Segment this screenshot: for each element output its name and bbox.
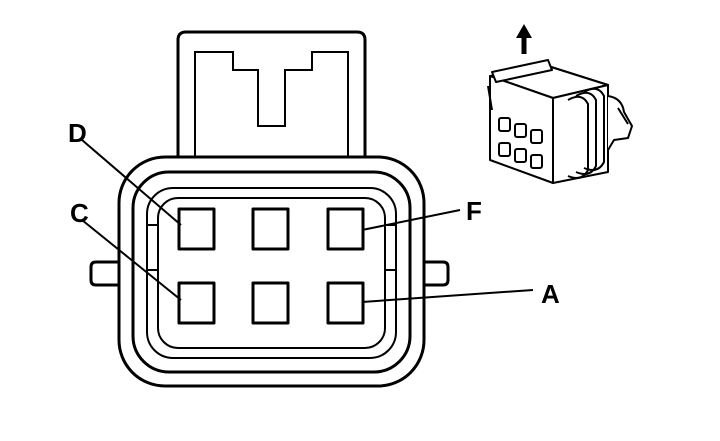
connector-3d-icon — [487, 59, 633, 184]
pin-label-a: A — [541, 279, 560, 309]
leader-line-d — [81, 139, 182, 226]
side-latch-left — [89, 260, 124, 287]
up-arrow-icon — [516, 24, 532, 54]
pin-cavity-b — [251, 281, 290, 325]
pin-cavity-e — [251, 207, 290, 251]
pin-label-c: C — [70, 198, 89, 228]
pin-label-d: D — [68, 118, 87, 148]
connector-housing — [117, 155, 426, 388]
locking-tab — [176, 30, 367, 162]
pin-cavity-d — [177, 207, 216, 251]
leader-lines — [81, 139, 534, 303]
side-latch-right — [419, 260, 450, 287]
pin-cavity-a — [326, 281, 365, 325]
leader-line-c — [81, 219, 182, 301]
leader-line-f — [361, 209, 461, 231]
pin-label-f: F — [466, 196, 482, 226]
leader-line-a — [361, 289, 534, 303]
pin-cavity-c — [177, 281, 216, 325]
